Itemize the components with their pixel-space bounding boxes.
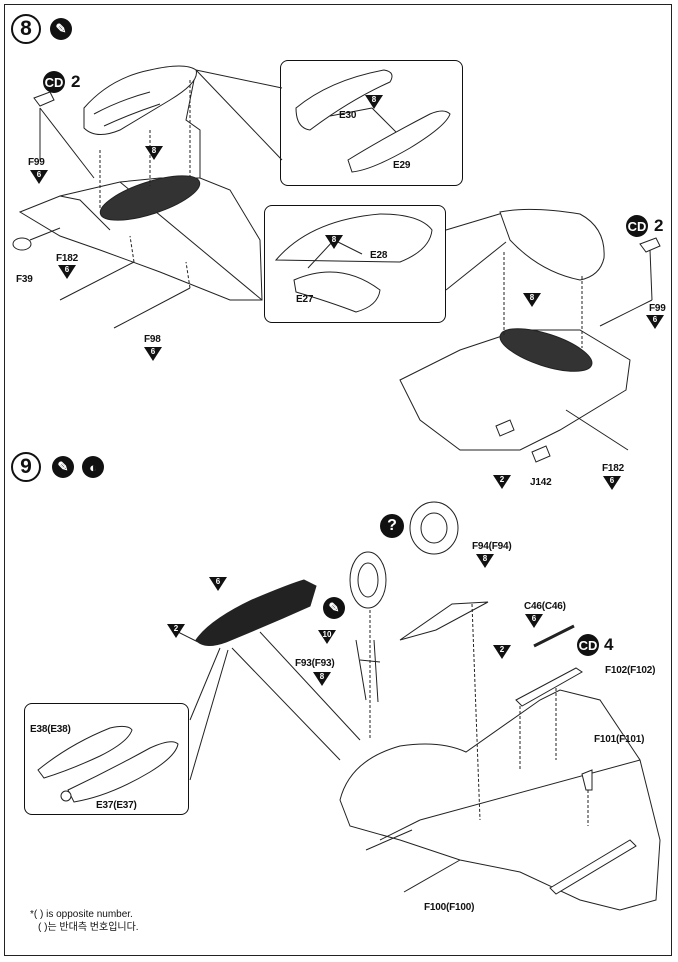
sprue-marker: 8 — [523, 293, 541, 307]
part-label: E29 — [393, 160, 411, 171]
paint-pair-icon: CD — [577, 634, 599, 656]
sprue-marker: 2 — [493, 475, 511, 489]
sprue-marker: 6 — [58, 265, 76, 279]
sprue-marker: 6 — [646, 315, 664, 329]
part-label: F100(F100) — [424, 902, 475, 913]
sprue-marker: 2 — [493, 645, 511, 659]
part-label: E37(E37) — [96, 800, 137, 811]
part-label: F182 — [602, 463, 624, 474]
sprue-marker: 8 — [476, 554, 494, 568]
footnote-opposite: *( ) is opposite number. — [30, 909, 133, 920]
half-diamond-icon: ◐ — [82, 456, 104, 478]
footnote-korean: ( )는 반대측 번호입니다. — [38, 922, 139, 933]
part-label: E38(E38) — [30, 724, 71, 735]
sprue-marker: 8 — [325, 235, 343, 249]
part-label: F99 — [649, 303, 666, 314]
sprue-marker: 8 — [365, 95, 383, 109]
sprue-marker: 8 — [313, 672, 331, 686]
paint-pair-icon: CD — [43, 71, 65, 93]
sprue-marker: 8 — [145, 146, 163, 160]
part-label: F102(F102) — [605, 665, 656, 676]
part-label: E30 — [339, 110, 357, 121]
part-label: J142 — [530, 477, 552, 488]
part-label: F182 — [56, 253, 78, 264]
part-label: E27 — [296, 294, 314, 305]
page-border — [4, 4, 672, 956]
sprue-marker: 6 — [525, 614, 543, 628]
part-label: F94(F94) — [472, 541, 512, 552]
part-label: F93(F93) — [295, 658, 335, 669]
sprue-marker: 6 — [209, 577, 227, 591]
part-label: C46(C46) — [524, 601, 566, 612]
paint-dot-icon: ✎ — [50, 18, 72, 40]
sprue-marker: 2 — [167, 624, 185, 638]
glue-icon: ✎ — [323, 597, 345, 619]
quantity-label: 4 — [604, 635, 614, 654]
step-8-number: 8 — [11, 14, 41, 44]
part-label: F39 — [16, 274, 33, 285]
question-icon: ? — [380, 514, 404, 538]
part-label: F98 — [144, 334, 161, 345]
sprue-marker: 6 — [30, 170, 48, 184]
step-9-number: 9 — [11, 452, 41, 482]
paint-dot-icon: ✎ — [52, 456, 74, 478]
sprue-marker: 10 — [318, 630, 336, 644]
paint-pair-icon: CD — [626, 215, 648, 237]
part-label: F101(F101) — [594, 734, 645, 745]
quantity-label: 2 — [654, 216, 664, 235]
quantity-label: 2 — [71, 72, 81, 91]
part-label: F99 — [28, 157, 45, 168]
sprue-marker: 6 — [603, 476, 621, 490]
sprue-marker: 6 — [144, 347, 162, 361]
part-label: E28 — [370, 250, 388, 261]
